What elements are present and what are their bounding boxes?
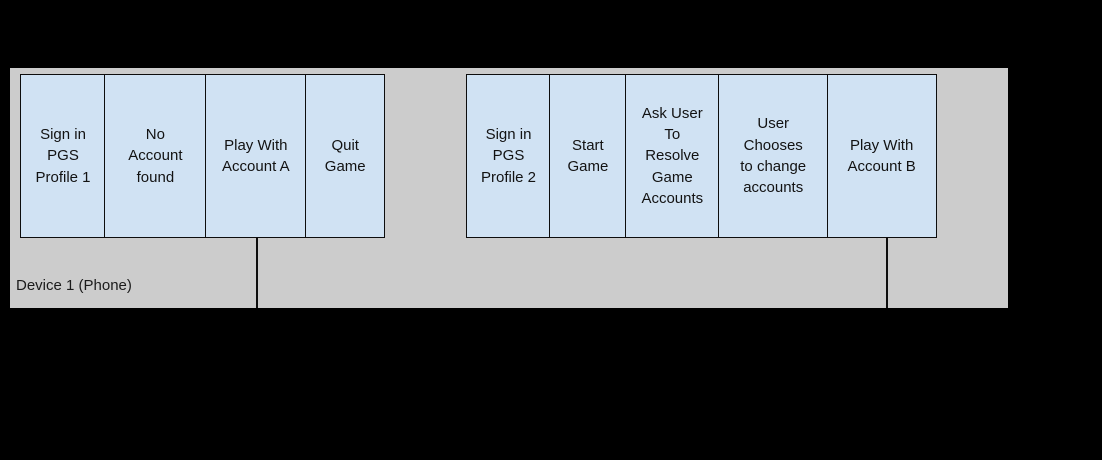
connector-after-no-account-found bbox=[256, 238, 258, 308]
connector-before-play-with-account-b bbox=[886, 238, 888, 308]
swimlane-label-device-1: Device 1 (Phone) bbox=[16, 277, 132, 294]
